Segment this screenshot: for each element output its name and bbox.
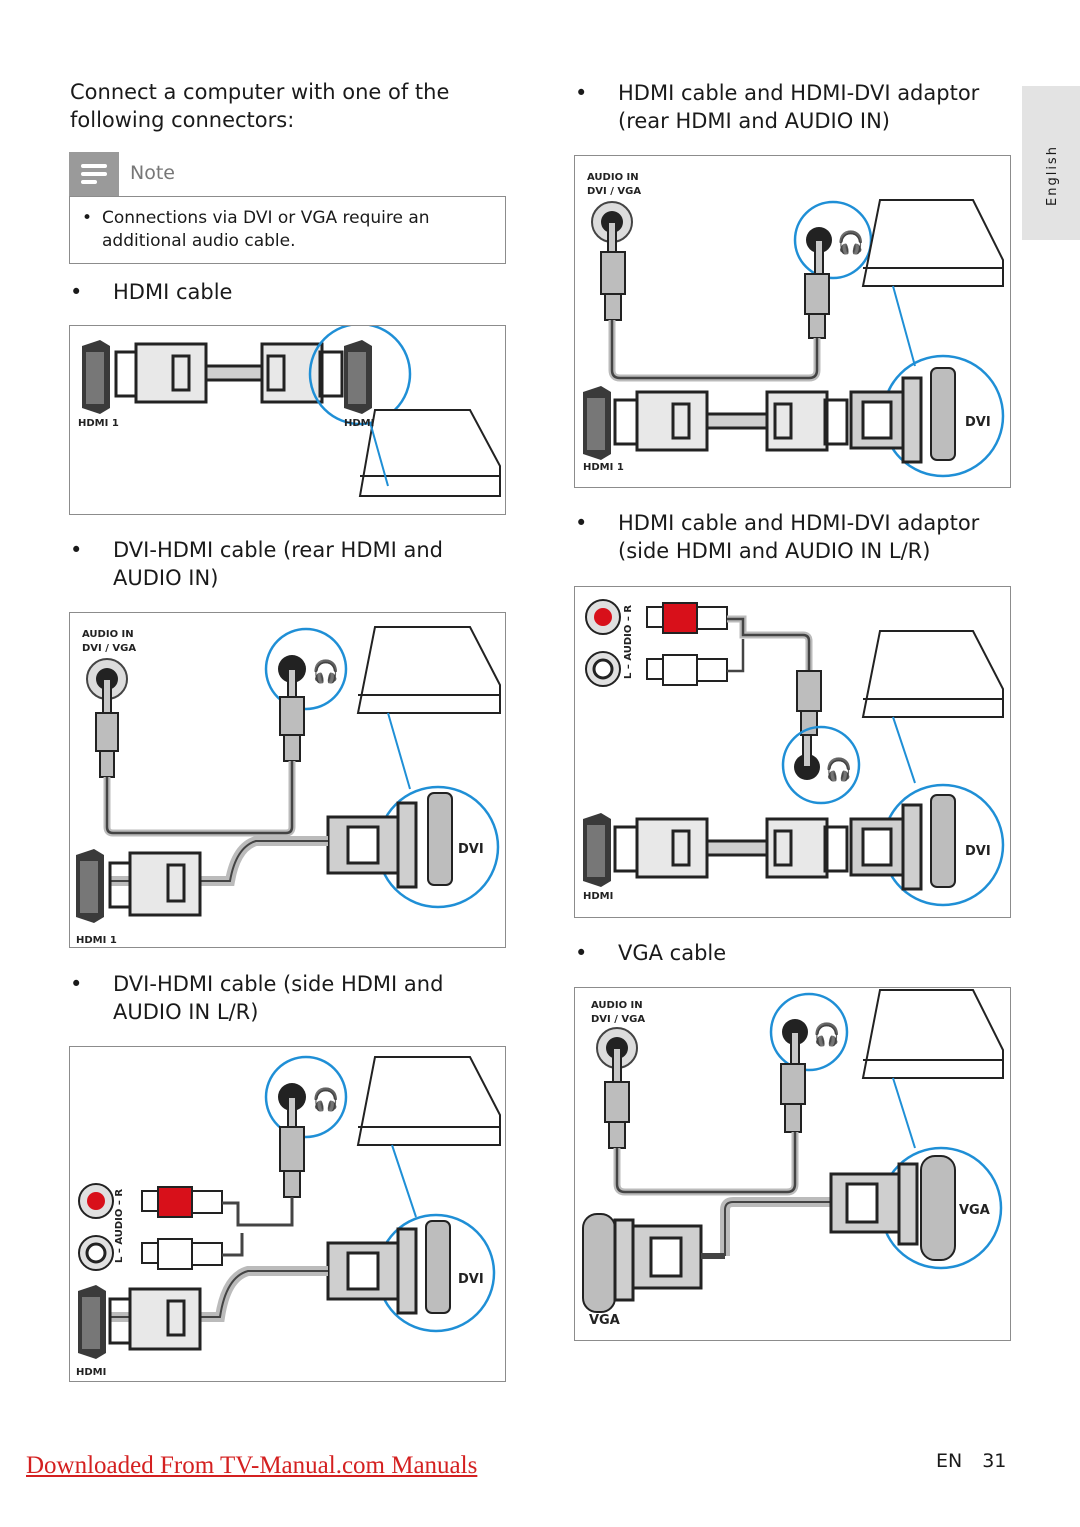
language-tab-label: English <box>1045 145 1060 206</box>
label-hdmi-1: HDMI 1 <box>78 418 119 429</box>
intro-text: Connect a computer with one of the follo… <box>70 80 450 132</box>
bullet-dvi-side: •DVI-HDMI cable (side HDMI and AUDIO IN … <box>70 972 444 1024</box>
bullet-adaptor-side: •HDMI cable and HDMI-DVI adaptor (side H… <box>575 511 980 563</box>
label-dvi: DVI <box>458 1272 484 1287</box>
figure-adaptor-rear: AUDIO IN DVI / VGA 🎧 DVI HDMI 1 <box>574 155 1011 488</box>
note-label: Note <box>130 162 175 184</box>
figure-hdmi-cable: HDMI 1 HDMI <box>69 325 506 515</box>
language-code: EN <box>936 1450 963 1472</box>
bullet-dvi-rear: •DVI-HDMI cable (rear HDMI and AUDIO IN) <box>70 538 443 590</box>
svg-text:🎧: 🎧 <box>312 1087 339 1113</box>
note-item: • Connections via DVI or VGA require an … <box>82 208 430 251</box>
svg-text:🎧: 🎧 <box>825 757 852 783</box>
label-audio-lr: L – AUDIO – R <box>114 1189 125 1263</box>
note-icon <box>69 152 119 196</box>
label-audio-lr: L – AUDIO – R <box>623 605 634 679</box>
language-tab: English <box>1022 86 1080 240</box>
label-vga: VGA <box>589 1313 620 1328</box>
note-box: • Connections via DVI or VGA require an … <box>69 196 506 264</box>
page-footer: EN 31 <box>936 1450 1006 1472</box>
bullet-vga-cable: •VGA cable <box>575 941 727 965</box>
label-hdmi-1: HDMI 1 <box>76 935 117 946</box>
note-header: Note <box>69 152 506 196</box>
label-dvi: DVI <box>458 842 484 857</box>
bullet-adaptor-rear: •HDMI cable and HDMI-DVI adaptor (rear H… <box>575 81 980 133</box>
label-hdmi: HDMI <box>583 891 613 902</box>
svg-text:🎧: 🎧 <box>312 659 339 685</box>
label-dvi-vga: DVI / VGA <box>591 1014 645 1025</box>
figure-vga-cable: AUDIO IN DVI / VGA 🎧 VGA VGA <box>574 987 1011 1341</box>
bullet-hdmi-cable: •HDMI cable <box>70 280 233 304</box>
page-number: 31 <box>982 1450 1007 1472</box>
figure-dvi-hdmi-rear: AUDIO IN DVI / VGA 🎧 DVI HDMI 1 <box>69 612 506 948</box>
svg-text:🎧: 🎧 <box>837 230 864 256</box>
label-audio-in: AUDIO IN <box>591 1000 643 1011</box>
label-hdmi: HDMI <box>344 418 374 429</box>
label-audio-in: AUDIO IN <box>587 172 639 183</box>
label-dvi-vga: DVI / VGA <box>82 643 136 654</box>
label-vga: VGA <box>959 1203 990 1218</box>
label-dvi-vga: DVI / VGA <box>587 186 641 197</box>
download-source-link[interactable]: Downloaded From TV-Manual.com Manuals <box>26 1452 478 1479</box>
label-hdmi-1: HDMI 1 <box>583 462 624 473</box>
svg-text:🎧: 🎧 <box>813 1022 840 1048</box>
label-dvi: DVI <box>965 844 991 859</box>
label-audio-in: AUDIO IN <box>82 629 134 640</box>
figure-adaptor-side: L – AUDIO – R 🎧 DVI HDMI <box>574 586 1011 918</box>
label-dvi: DVI <box>965 415 991 430</box>
figure-dvi-hdmi-side: 🎧 L – AUDIO – R DVI HDMI <box>69 1046 506 1382</box>
label-hdmi: HDMI <box>76 1367 106 1378</box>
